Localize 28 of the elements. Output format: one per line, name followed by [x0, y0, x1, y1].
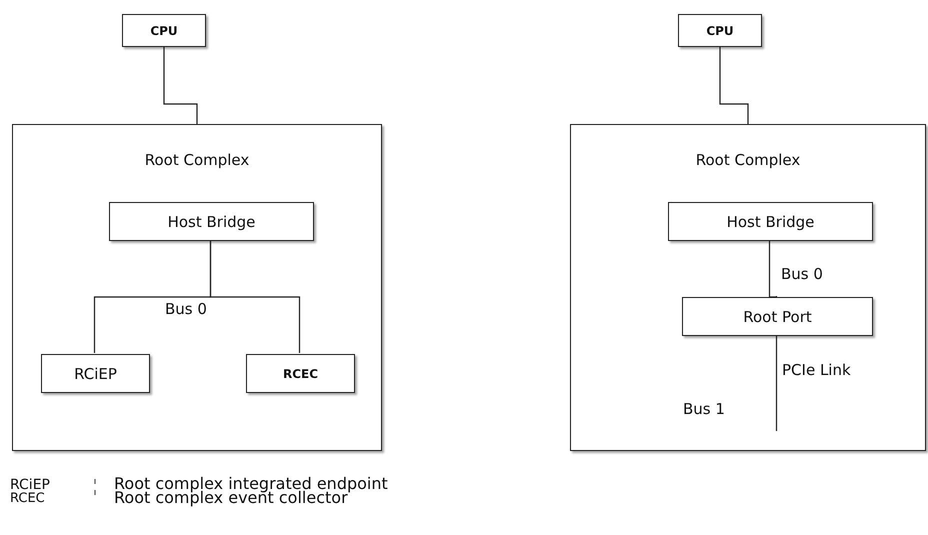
definition: Root complex event collector: [114, 490, 348, 506]
component-label: CPU: [150, 24, 178, 38]
component-label: Root Port: [743, 308, 812, 326]
connector-line: [768, 240, 778, 298]
component-label: Host Bridge: [168, 212, 256, 230]
component-box: [668, 202, 873, 241]
bus-label: Bus 1: [683, 402, 725, 417]
connector-line: [210, 240, 300, 353]
component-label: RCEC: [282, 366, 318, 380]
group-heading: Root Complex: [696, 151, 800, 169]
component-box: [41, 354, 150, 393]
connector-line: [719, 47, 749, 124]
root-complex-box: [570, 124, 926, 451]
component-box: [109, 202, 314, 241]
abbreviation: RCiEP: [10, 478, 50, 492]
component-box: [246, 354, 355, 393]
connector-line: [776, 335, 778, 431]
abbreviation: RCEC: [10, 492, 45, 505]
component-label: CPU: [706, 24, 734, 38]
component-box: [678, 14, 762, 47]
component-box: [122, 14, 206, 47]
root-complex-box: [12, 124, 382, 451]
definition: Root complex integrated endpoint: [114, 476, 388, 492]
group-heading: Root Complex: [144, 151, 250, 169]
connector-line: [163, 47, 198, 124]
component-box: [682, 297, 873, 336]
component-label: RCiEP: [74, 364, 117, 382]
component-label: Host Bridge: [726, 212, 814, 230]
